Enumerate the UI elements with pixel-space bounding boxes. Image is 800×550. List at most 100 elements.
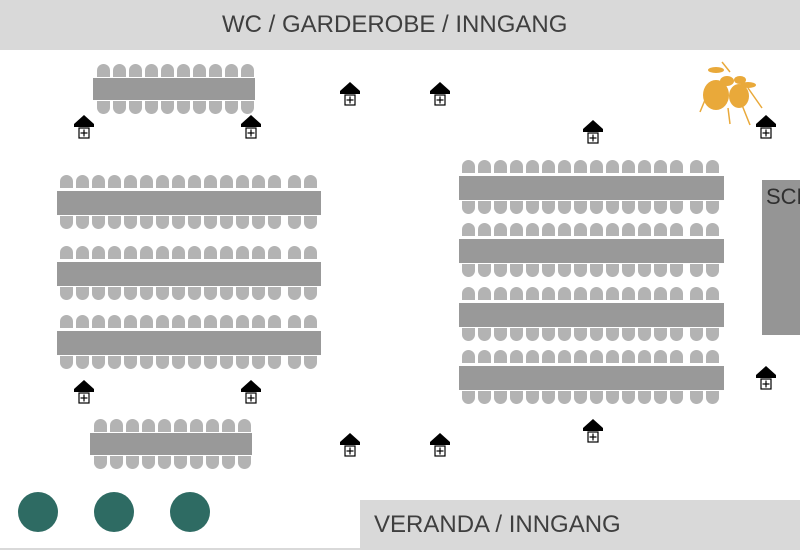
chair [156,246,169,259]
chair [670,264,683,277]
chair [92,246,105,259]
chair [140,356,153,370]
patio-heater-icon [756,115,776,139]
chair [220,216,233,229]
chair [204,315,217,328]
chair [690,223,703,236]
chair [622,350,635,363]
chair [129,101,142,114]
chair [478,264,492,277]
chair [174,456,187,469]
chair [94,456,107,469]
chair [670,391,683,404]
chair [140,315,153,328]
table [459,176,686,200]
chair [304,356,317,370]
chair [220,315,233,328]
chair [690,350,703,363]
chair [238,456,251,469]
chair [60,356,73,370]
chair [478,201,492,215]
chair [478,391,492,404]
chair [574,328,587,341]
chair [172,175,185,188]
chair [108,175,121,188]
chair [76,246,89,259]
chair [526,350,539,363]
chair [526,223,539,236]
chair [124,246,137,259]
chair [268,287,281,300]
table [90,433,252,455]
patio-heater-icon [340,82,360,106]
chair [124,287,137,300]
chair [654,350,667,363]
chair [590,160,603,173]
chair [193,101,206,114]
chair [670,328,683,341]
chair [145,101,158,114]
chair [510,264,523,277]
patio-heater-icon [430,433,450,457]
chair [670,160,683,173]
chair [92,287,105,300]
chair [558,223,571,236]
chair [172,315,185,328]
chair [108,216,121,229]
chair [108,246,121,259]
chair [574,264,587,277]
chair [268,315,281,328]
chair [510,201,523,215]
chair [236,246,249,259]
chair [252,246,265,259]
chair [558,328,571,341]
chair [478,328,492,341]
chair [706,328,719,341]
chair [622,391,635,404]
chair [526,264,539,277]
chair [288,356,301,370]
chair [510,350,523,363]
chair [574,287,587,300]
table [283,262,321,286]
chair [462,160,475,173]
chair [126,456,139,469]
chair [706,391,719,404]
bottom-divider [0,548,800,550]
chair [241,64,254,77]
chair [158,419,171,432]
chair [462,287,475,300]
chair [172,246,185,259]
chair [110,419,123,432]
chair [92,315,105,328]
chair [706,287,719,300]
chair [510,391,523,404]
chair [188,315,201,328]
round-table [94,492,134,532]
table [93,78,255,100]
chair [177,101,190,114]
chair [204,216,217,229]
chair [60,287,73,300]
chair [542,223,555,236]
table [459,366,686,390]
chair [92,175,105,188]
top-entrance-band: WC / GARDEROBE / INNGANG [0,0,800,50]
chair [174,419,187,432]
table [685,239,724,263]
chair [304,175,317,188]
table [685,366,724,390]
chair [236,216,249,229]
chair [145,64,158,77]
chair [542,350,555,363]
chair [654,223,667,236]
chair [304,287,317,300]
chair [236,175,249,188]
table [459,239,686,263]
chair [690,160,703,173]
drum-kit-icon [699,61,763,126]
chair [288,315,301,328]
chair [222,419,235,432]
chair [526,287,539,300]
chair [638,201,651,215]
